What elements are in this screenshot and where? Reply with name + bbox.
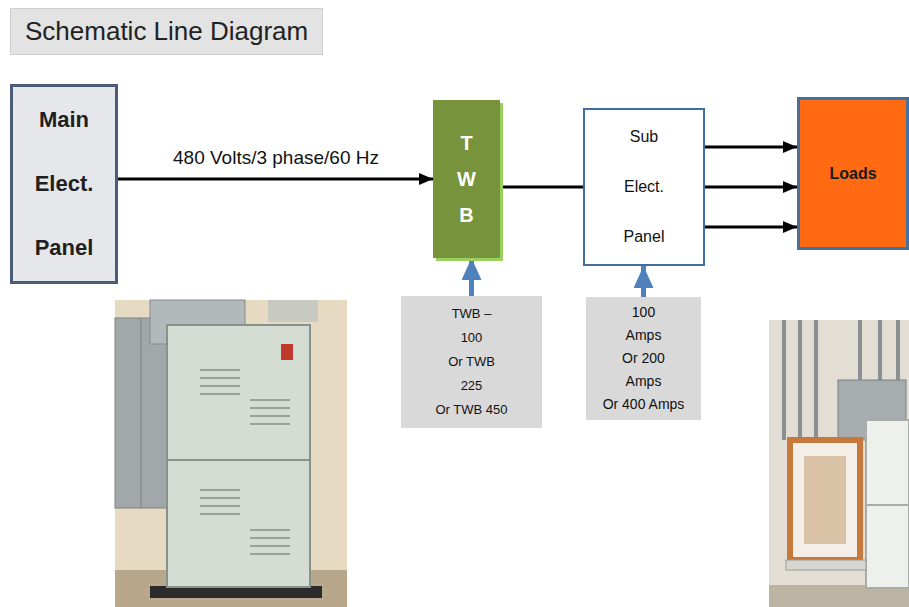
box-text: Loads bbox=[829, 165, 876, 183]
twb-box: T W B bbox=[433, 100, 500, 258]
main-panel-box: Main Elect. Panel bbox=[10, 84, 118, 284]
loads-box: Loads bbox=[797, 97, 909, 250]
box-text: TWB – 100 Or TWB 225 Or TWB 450 bbox=[435, 302, 507, 422]
box-text: Sub Elect. Panel bbox=[624, 112, 665, 262]
connector-arrow bbox=[469, 258, 474, 296]
connector-arrow bbox=[705, 186, 797, 189]
diagram-title: Schematic Line Diagram bbox=[10, 8, 323, 55]
connector-arrow bbox=[705, 226, 797, 229]
box-text: Main Elect. Panel bbox=[35, 88, 94, 280]
right-photo bbox=[769, 320, 909, 607]
connector-arrow bbox=[118, 178, 433, 181]
left-photo bbox=[115, 300, 347, 607]
rating-callout: 100 Amps Or 200 Amps Or 400 Amps bbox=[586, 297, 701, 420]
box-text: 100 Amps Or 200 Amps Or 400 Amps bbox=[603, 301, 685, 416]
connector-arrow bbox=[705, 146, 797, 149]
edge-label: 480 Volts/3 phase/60 Hz bbox=[173, 147, 379, 169]
sub-panel-box: Sub Elect. Panel bbox=[583, 108, 705, 266]
text-column: Loads bbox=[829, 165, 876, 183]
connector-arrow bbox=[500, 186, 583, 189]
text-column: 100 Amps Or 200 Amps Or 400 Amps bbox=[603, 301, 685, 416]
text-column: Sub Elect. Panel bbox=[624, 112, 665, 262]
connector-arrow bbox=[641, 266, 646, 297]
text-column: TWB – 100 Or TWB 225 Or TWB 450 bbox=[435, 302, 507, 422]
model-callout: TWB – 100 Or TWB 225 Or TWB 450 bbox=[401, 296, 542, 428]
text-column: T W B bbox=[457, 125, 476, 233]
text-column: Main Elect. Panel bbox=[35, 88, 94, 280]
box-text: T W B bbox=[457, 125, 476, 233]
